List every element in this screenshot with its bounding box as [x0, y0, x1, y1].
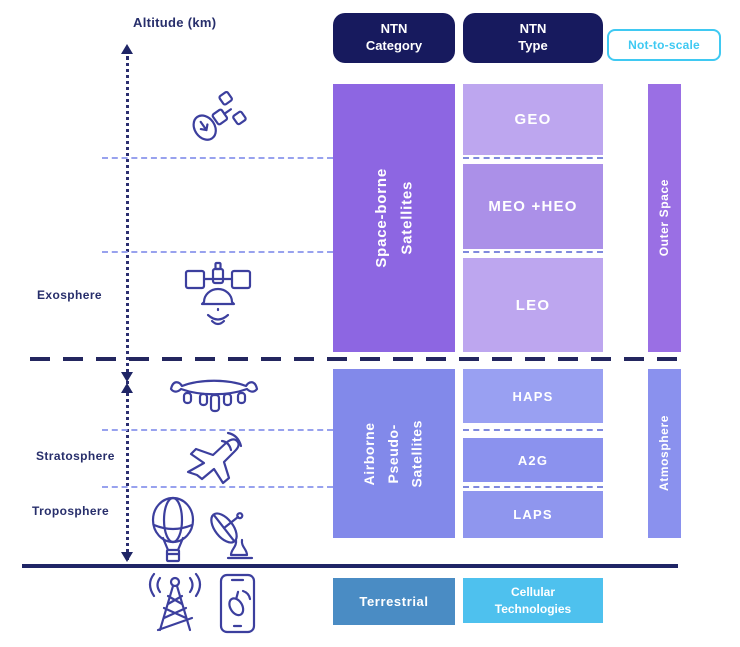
altitude-axis-line	[126, 56, 129, 560]
hot-air-balloon-icon	[150, 496, 196, 564]
space-borne-line1: Space-borne	[372, 168, 390, 268]
category-airborne-pseudo-satellites: Airborne Pseudo- Satellites	[333, 369, 455, 538]
region-outer-space: Outer Space	[648, 84, 681, 352]
boundary-dash-haps-left	[102, 429, 333, 431]
type-meo-heo: MEO +HEO	[463, 164, 603, 249]
haps-airship-icon	[166, 376, 262, 416]
not-to-scale-badge: Not-to-scale	[607, 29, 721, 61]
label-stratosphere: Stratosphere	[36, 449, 115, 463]
altitude-axis-title: Altitude (km)	[133, 15, 217, 30]
boundary-dash-laps-left	[102, 486, 333, 488]
boundary-dash-leo-gap	[463, 251, 603, 253]
tilted-satellite-icon	[186, 90, 248, 148]
boundary-dash-haps-gap	[463, 429, 603, 431]
label-exosphere: Exosphere	[37, 288, 102, 302]
airborne-line1: Airborne	[361, 421, 378, 486]
airborne-line3: Satellites	[408, 419, 425, 488]
header-ntn-category-line2: Category	[365, 38, 423, 53]
space-atmosphere-boundary-line	[30, 357, 688, 361]
cellular-line2: Technologies	[494, 601, 572, 616]
ground-line	[22, 564, 678, 568]
header-ntn-type-line1: NTN	[519, 21, 547, 37]
airplane-icon	[176, 428, 248, 492]
cell-tower-icon	[146, 572, 204, 638]
atmosphere-label: Atmosphere	[657, 415, 672, 492]
type-cellular-technologies: Cellular Technologies	[463, 578, 603, 623]
space-borne-line2: Satellites	[398, 181, 415, 255]
type-a2g: A2G	[463, 438, 603, 482]
label-troposphere: Troposphere	[32, 504, 110, 518]
type-leo: LEO	[463, 258, 603, 352]
category-terrestrial: Terrestrial	[333, 578, 455, 625]
outer-space-label: Outer Space	[657, 179, 672, 257]
category-space-borne-satellites: Space-borne Satellites	[333, 84, 455, 352]
type-geo: GEO	[463, 84, 603, 155]
axis-boundary-arrow-up-icon	[121, 383, 133, 393]
axis-arrow-down-icon	[121, 552, 133, 562]
ground-dish-icon	[200, 500, 258, 568]
boundary-dash-laps-gap	[463, 486, 603, 488]
cellular-line1: Cellular	[510, 585, 555, 600]
smartphone-icon	[218, 572, 258, 636]
geo-satellite-icon	[182, 258, 254, 330]
type-haps: HAPS	[463, 369, 603, 423]
airborne-line2: Pseudo-	[385, 423, 402, 484]
boundary-dash-geo-gap	[463, 157, 603, 159]
boundary-dash-geo-left	[102, 157, 333, 159]
header-ntn-category-line1: NTN	[380, 21, 408, 37]
header-ntn-type-line2: Type	[518, 38, 548, 53]
region-atmosphere: Atmosphere	[648, 369, 681, 538]
type-laps: LAPS	[463, 491, 603, 538]
axis-boundary-arrow-down-icon	[121, 372, 133, 382]
header-ntn-type: NTN Type	[463, 13, 603, 63]
axis-arrow-up-icon	[121, 44, 133, 54]
boundary-dash-leo-left	[102, 251, 333, 253]
header-ntn-category: NTN Category	[333, 13, 455, 63]
